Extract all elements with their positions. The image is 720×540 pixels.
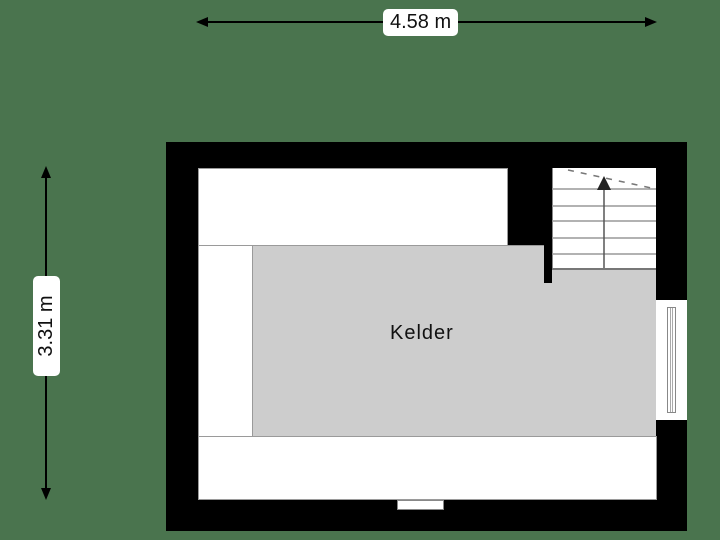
room-label-kelder: Kelder <box>390 322 454 344</box>
storage-area-bottom <box>198 436 657 500</box>
window-right-pane <box>670 308 673 412</box>
room-kelder-extension <box>544 270 656 437</box>
room-kelder[interactable] <box>252 245 545 437</box>
width-dimension-label: 4.58 m <box>383 9 459 36</box>
wall-post <box>544 168 552 283</box>
window-right-glass <box>667 307 676 413</box>
window-bottom <box>397 500 444 510</box>
